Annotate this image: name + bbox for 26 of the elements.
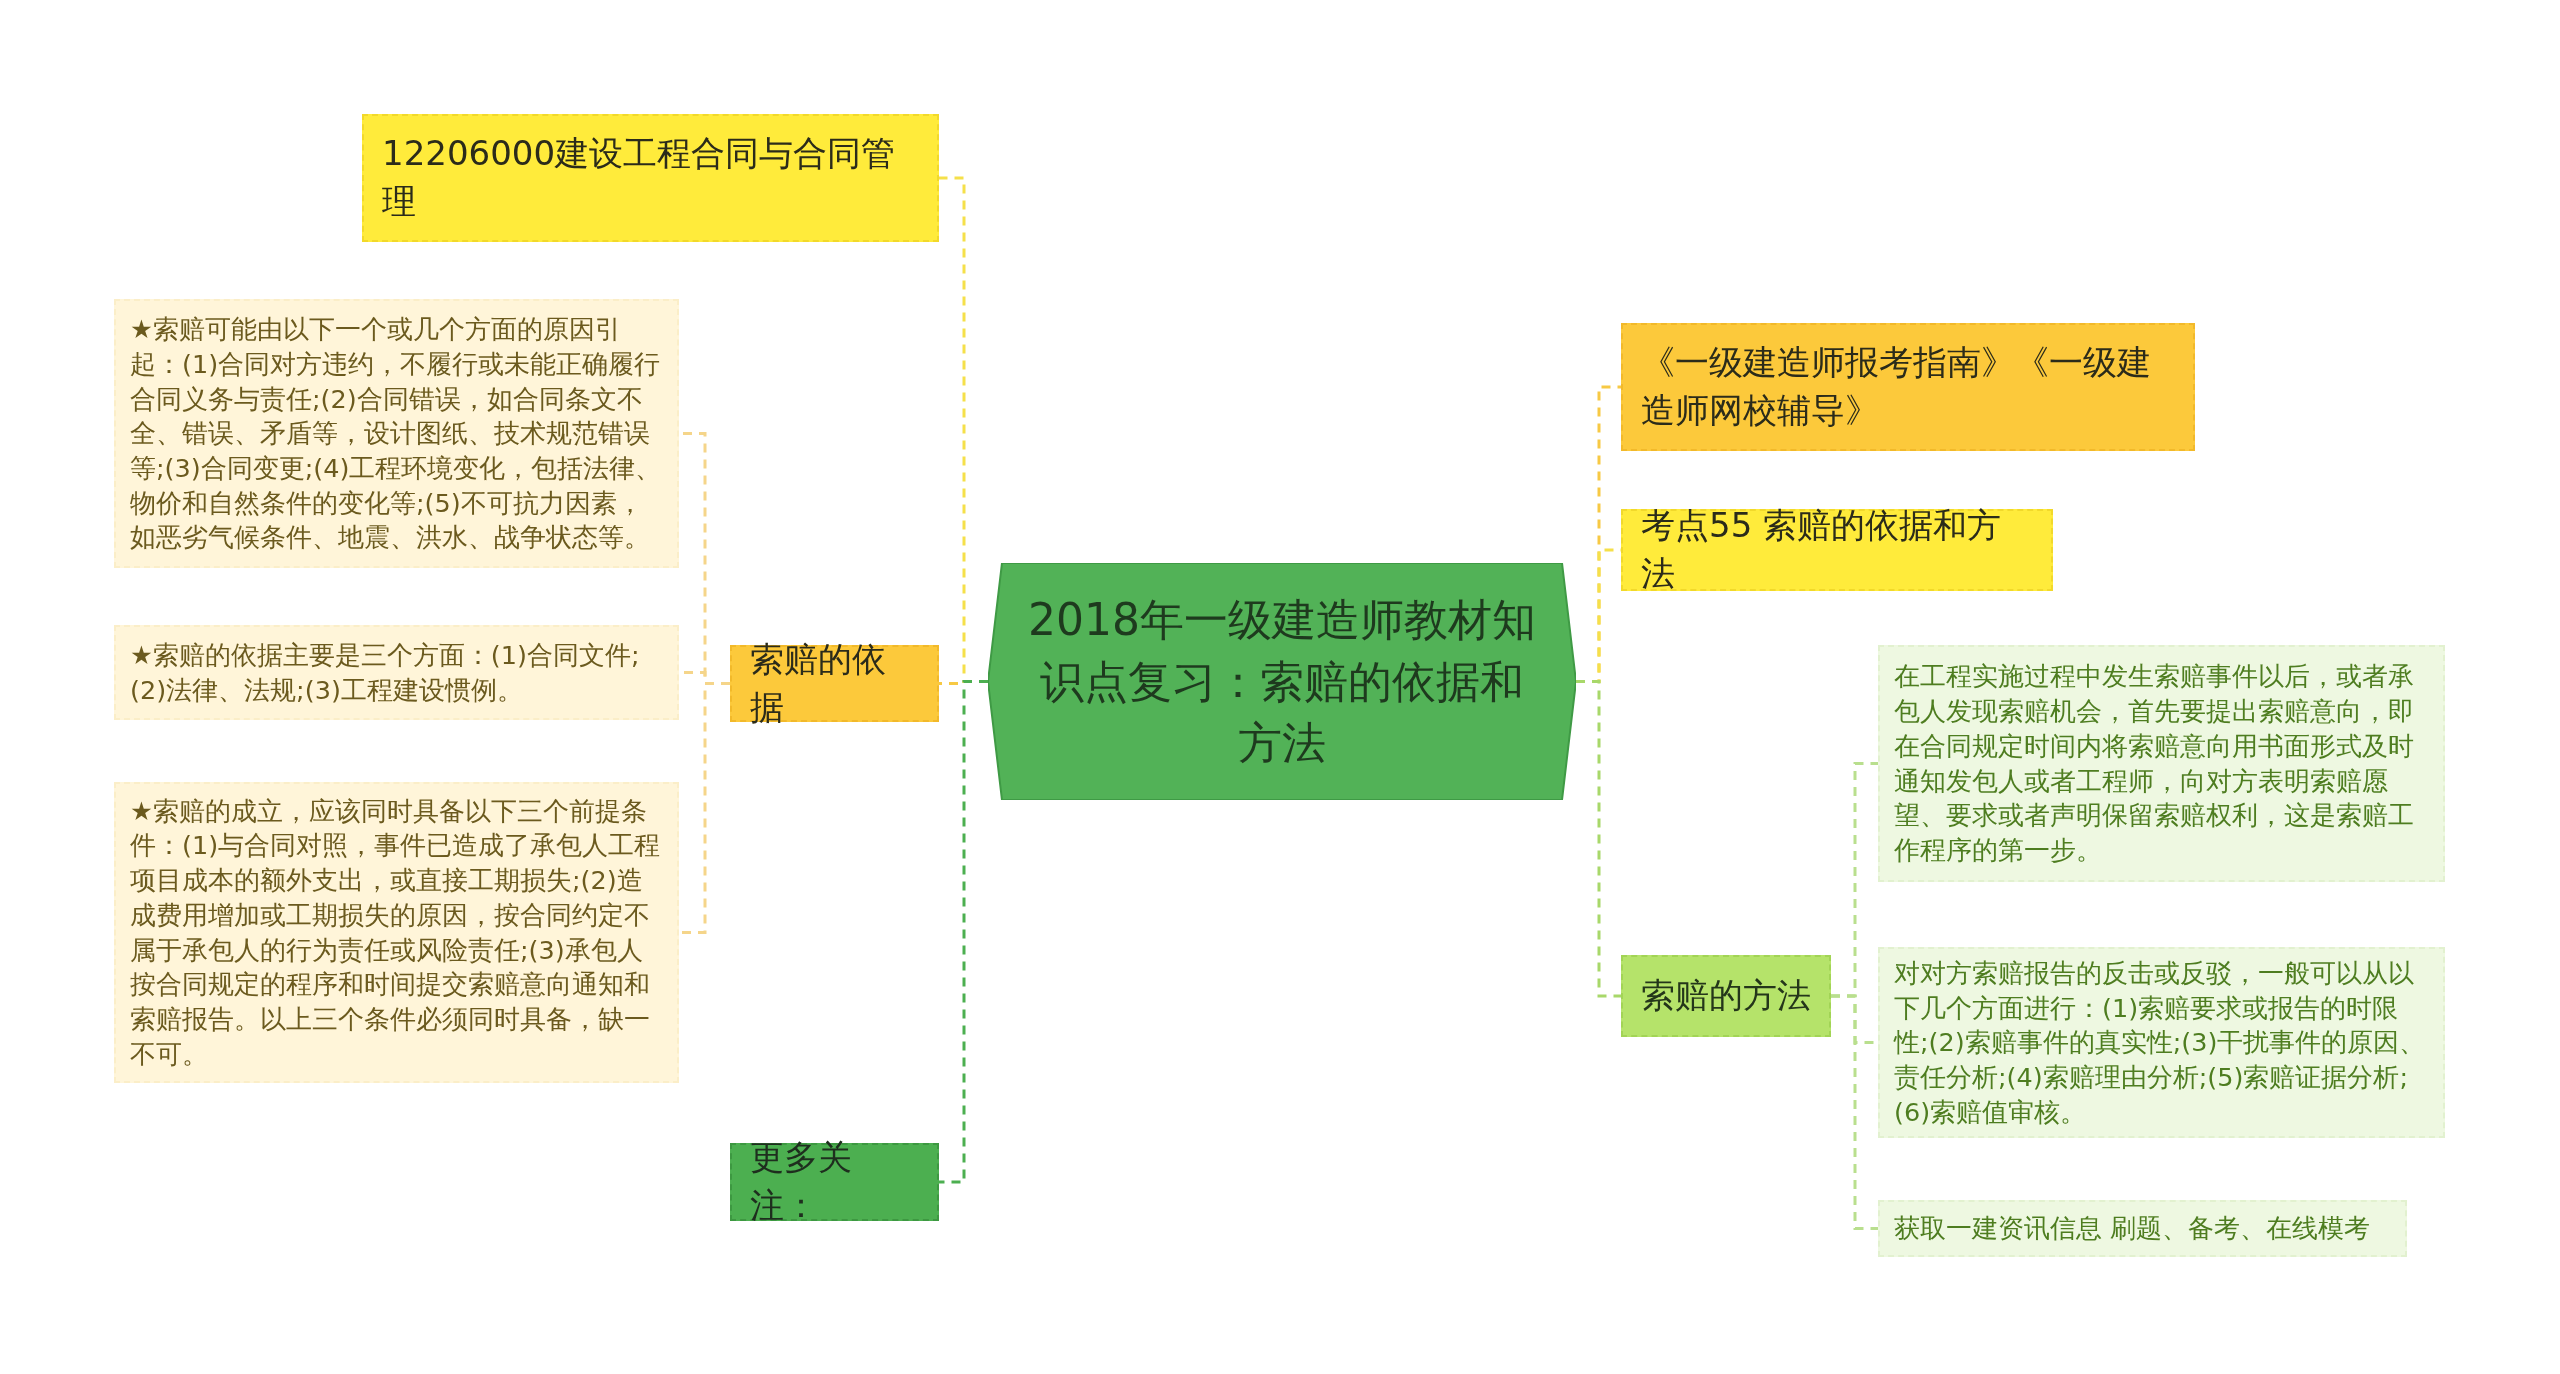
note-card bbox=[114, 625, 679, 720]
central-topic-hexagon bbox=[988, 563, 1576, 800]
node-text: 考点55 索赔的依据和方法 bbox=[1641, 504, 2003, 595]
connector bbox=[939, 680, 988, 1184]
node-text: ★索赔可能由以下一个或几个方面的原因引起：(1)合同对方违约，不履行或未能正确履行合同义务与责任;(2)合同错误，如合同条文不全、错误、矛盾等，设计图纸、技术规范错误等;(3)合同变更;(4)工程环境变化，包括法律、物价和自然条件的变化等;(5)不可抗力因素，如恶劣气候条件、地震、洪水、战争状态等。 bbox=[130, 313, 663, 555]
connector bbox=[1831, 994, 1878, 1230]
topic-box bbox=[1621, 955, 1831, 1037]
topic-box bbox=[362, 114, 939, 242]
connector bbox=[1576, 680, 1621, 998]
node-text: ★索赔的依据主要是三个方面：(1)合同文件;(2)法律、法规;(3)工程建设惯例。 bbox=[130, 638, 641, 707]
topic-box bbox=[1621, 323, 2195, 451]
node-text: 索赔的依据 bbox=[750, 637, 887, 729]
note-card bbox=[1878, 645, 2445, 882]
node-text: 更多关注： bbox=[750, 1136, 853, 1227]
node-text: 在工程实施过程中发生索赔事件以后，或者承包人发现索赔机会，首先要提出索赔意向，即在合同规定时间内将索赔意向用书面形式及时通知发包人或者工程师，向对方表明索赔愿望、要求或者声明保留索赔权利，这是索赔工作程序的第一步。 bbox=[1894, 660, 2415, 867]
node-text: 获取一建资讯信息 刷题、备考、在线模考 bbox=[1894, 1212, 2371, 1246]
node-text: 《一级建造师报考指南》《一级建造师网校辅导》 bbox=[1641, 341, 2152, 432]
node-text: ★索赔的成立，应该同时具备以下三个前提条件：(1)与合同对照，事件已造成了承包人工程项目成本的额外支出，或直接工期损失;(2)造成费用增加或工期损失的原因，按合同约定不属于承包人的行为责任或风险责任;(3)承包人按合同规定的程序和时间提交索赔意向通知和索赔报告。以上三个条件必须同时具备，缺一不可。 bbox=[130, 794, 662, 1071]
node-text: 对对方索赔报告的反击或反驳，一般可以从以下几个方面进行：(1)索赔要求或报告的时限性;(2)索赔事件的真实性;(3)干扰事件的原因、责任分析;(4)索赔理由分析;(5)索赔证据分析;(6)索赔值审核。 bbox=[1894, 956, 2427, 1129]
node-text: 索赔的方法 bbox=[1641, 974, 1811, 1018]
node-text: 2018年一级建造师教材知识点复习：索赔的依据和方法 bbox=[1028, 593, 1536, 771]
connector bbox=[679, 682, 730, 934]
node-text: 12206000建设工程合同与合同管理 bbox=[382, 132, 897, 223]
note-card bbox=[1878, 1200, 2407, 1257]
note-card bbox=[114, 299, 679, 568]
topic-box bbox=[1621, 509, 2053, 591]
